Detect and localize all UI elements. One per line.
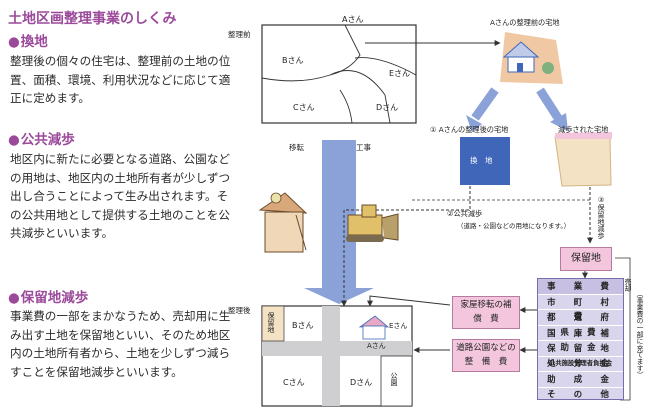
sale-label: 売却 — [624, 278, 632, 292]
lot-b-before: Bさん — [282, 56, 304, 65]
reduced-lot — [554, 136, 612, 187]
cost-row: 保 留 地 処 分 金 — [538, 341, 623, 368]
lot-e-before: Eさん — [389, 69, 411, 78]
cost-row: 公共施設管理者負担金 — [538, 357, 623, 372]
road-park-box: 道路公園などの 整 備 費 — [452, 339, 524, 372]
lot-b-after: Bさん — [292, 321, 314, 330]
construction-label: 工事 — [356, 143, 371, 152]
after-map — [261, 305, 413, 407]
reserved-land-box: 保留地 — [560, 247, 612, 271]
heading-public-reduction: ●公共減歩 — [8, 132, 75, 148]
before-label: 整理前 — [228, 30, 251, 39]
cost-table-header: 事 業 費 — [538, 279, 623, 295]
lot-d-after: Dさん — [350, 378, 373, 387]
body-replot: 整理後の個々の住宅は、整理前の土地の位置、面積、環境、利用状況などに応じて適正に… — [10, 54, 231, 106]
step1-title: ① Aさんの整理後の宅地 — [430, 125, 509, 134]
project-cost-table: 事 業 費 市 町 村 費 都 道 府 県 費 国 庫 補 助 金 保 留 地 … — [537, 278, 624, 400]
step2-title: ②公共減歩 — [447, 209, 483, 218]
reduced-strip — [555, 132, 612, 139]
relocation-comp-box: 家屋移転の補 償 費 — [452, 296, 520, 329]
lot-a-before: Aさん — [342, 15, 364, 24]
park-label: 公園 — [390, 372, 398, 386]
lot-c-before: Cさん — [293, 103, 315, 112]
step2-note: （道路・公園などの用地になります。） — [457, 222, 571, 230]
body-reserved-reduction: 事業費の一部をまかなうため、売却用に生み出す土地を保留地といい、そのため地区内の… — [10, 309, 231, 379]
a-before-plot — [500, 32, 563, 84]
house-moving-illustration — [258, 192, 308, 253]
cost-row: 国 庫 補 助 金 — [538, 326, 623, 352]
replot-label: 換 地 — [470, 156, 493, 165]
cost-row: 都 道 府 県 費 — [538, 310, 623, 337]
bullet-icon: ● — [8, 34, 20, 50]
after-label: 整理後 — [228, 306, 251, 315]
lot-d-before: Dさん — [376, 103, 399, 112]
heading-replot: ●換地 — [8, 34, 48, 50]
lot-reserved-after: 保留地 — [267, 312, 275, 333]
replot-lot — [460, 137, 510, 185]
side-note: （事業費の一部に充てます） — [635, 290, 643, 379]
lot-a-after: Aさん — [367, 342, 386, 350]
a-before-title: Aさんの整理前の宅地 — [490, 18, 560, 27]
heading-reserved-reduction: ●保留地減歩 — [8, 290, 89, 306]
page-title: 土地区画整理事業のしくみ — [8, 11, 177, 27]
lot-c-after: Cさん — [283, 378, 305, 387]
bullet-icon: ● — [8, 132, 20, 148]
step3-title: ③保留地減歩 — [597, 196, 605, 239]
bulldozer-illustration — [346, 204, 399, 242]
before-map — [261, 24, 417, 124]
bullet-icon: ● — [8, 290, 20, 306]
cost-row: 助 成 金 そ の 他 — [538, 372, 623, 399]
relocation-label: 移転 — [289, 143, 304, 152]
body-public-reduction: 地区内に新たに必要となる道路、公園などの用地は、地区内の土地所有者が少しずつ出し… — [10, 152, 231, 241]
reduced-title: 減歩された宅地 — [558, 125, 609, 134]
lot-e-after: Eさん — [389, 322, 408, 330]
cost-row: 市 町 村 費 — [538, 295, 623, 321]
